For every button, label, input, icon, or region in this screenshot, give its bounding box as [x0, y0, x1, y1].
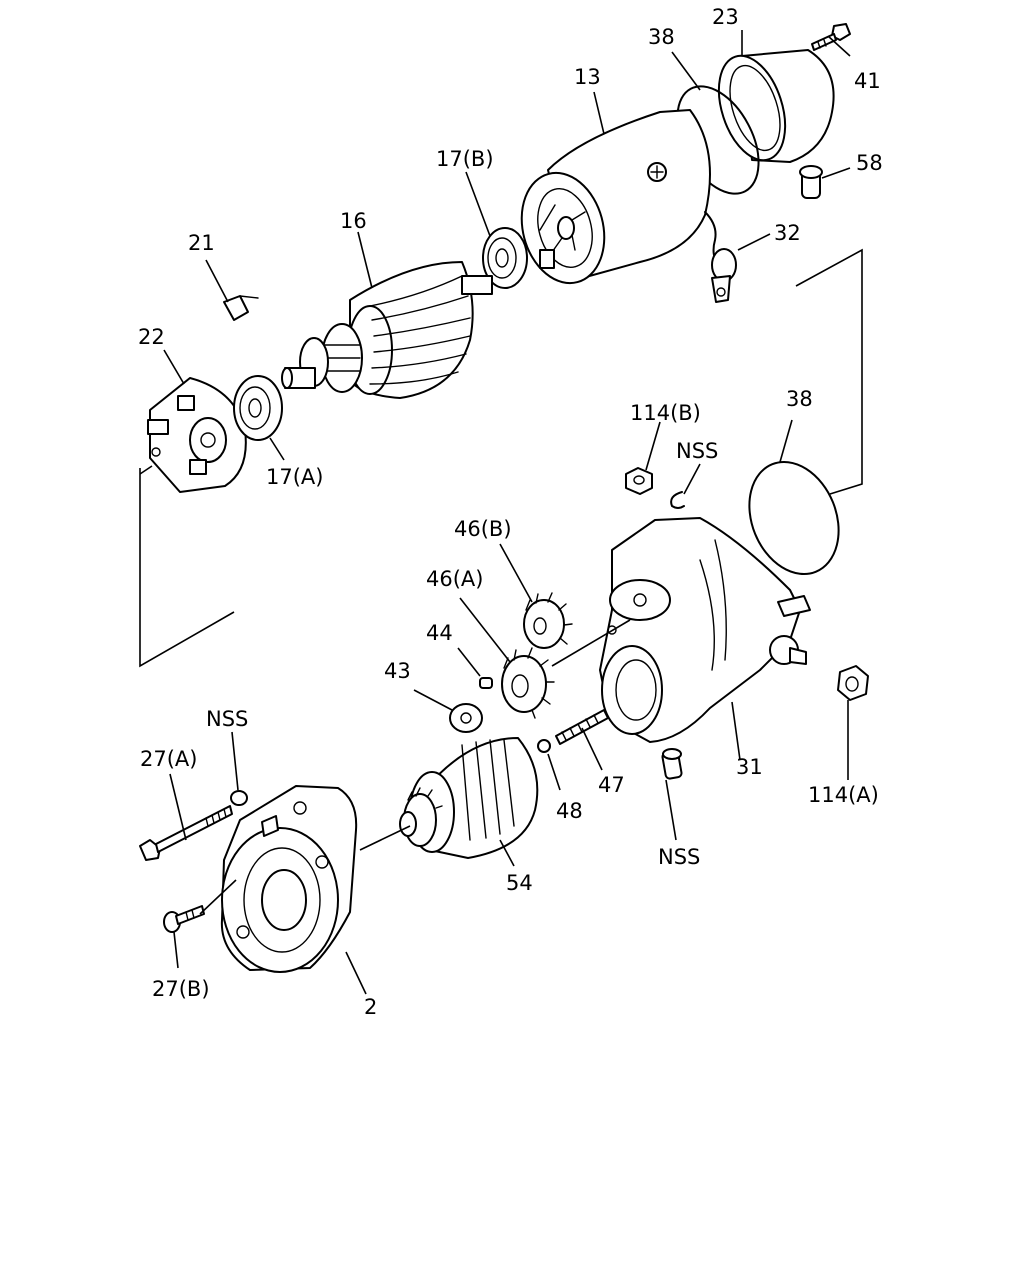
callout-114b: 114(B) — [630, 401, 701, 425]
callout-27a: 27(A) — [140, 747, 197, 771]
callout-114a: 114(A) — [808, 783, 879, 807]
callout-38-mid: 38 — [786, 387, 813, 411]
part-nss-washer-left — [230, 790, 248, 806]
part-17b-bearing — [482, 227, 528, 289]
callout-23: 23 — [712, 5, 739, 29]
part-47-spring — [555, 709, 609, 745]
part-nss-pin-bottom — [661, 748, 683, 780]
callout-58: 58 — [856, 151, 883, 175]
callout-nss-top: NSS — [676, 439, 718, 463]
callout-nss-left: NSS — [206, 707, 248, 731]
callout-16: 16 — [340, 209, 367, 233]
part-32-lead-wire — [704, 211, 737, 303]
callout-46a: 46(A) — [426, 567, 483, 591]
callout-27b: 27(B) — [152, 977, 210, 1001]
part-31-housing — [599, 517, 811, 743]
part-21-brush-spring — [223, 295, 259, 321]
part-13-yoke — [520, 109, 711, 285]
callout-32: 32 — [774, 221, 801, 245]
callout-44: 44 — [426, 621, 453, 645]
callout-17a: 17(A) — [266, 465, 323, 489]
callout-38-top: 38 — [648, 25, 675, 49]
callout-nss-bottom: NSS — [658, 845, 700, 869]
part-23-rear-cover — [717, 49, 835, 163]
part-nss-clip-top — [670, 491, 685, 509]
part-54-pinion-clutch — [399, 737, 539, 859]
part-114a-nut — [789, 647, 869, 701]
part-44-roller — [479, 677, 493, 689]
part-46a-gear — [501, 647, 555, 719]
leader-lines — [139, 30, 863, 995]
part-58-cap — [799, 165, 823, 199]
part-16-armature — [281, 261, 493, 399]
callout-47: 47 — [598, 773, 625, 797]
part-2-front-bracket — [220, 785, 358, 973]
part-17a-bearing — [233, 375, 283, 441]
callout-labels: 23 41 38 13 58 17(B) 16 32 21 22 17(A) 1… — [138, 5, 883, 1019]
callout-46b: 46(B) — [454, 517, 512, 541]
callout-48: 48 — [556, 799, 583, 823]
part-41-screw — [811, 23, 851, 51]
callout-54: 54 — [506, 871, 533, 895]
callout-31: 31 — [736, 755, 763, 779]
part-46b-gear — [523, 592, 573, 649]
callout-41: 41 — [854, 69, 881, 93]
callout-43: 43 — [384, 659, 411, 683]
callout-17b: 17(B) — [436, 147, 494, 171]
callout-21: 21 — [188, 231, 215, 255]
callout-22: 22 — [138, 325, 165, 349]
part-38-oring-mid — [748, 460, 840, 576]
part-114b-nut — [625, 467, 653, 495]
callout-13: 13 — [574, 65, 601, 89]
callout-2: 2 — [364, 995, 377, 1019]
part-27b-screw — [163, 905, 205, 933]
part-48-ball — [537, 739, 551, 753]
part-27a-bolt — [139, 805, 233, 861]
part-43-retainer — [449, 703, 483, 733]
part-22-brush-holder — [147, 377, 247, 493]
